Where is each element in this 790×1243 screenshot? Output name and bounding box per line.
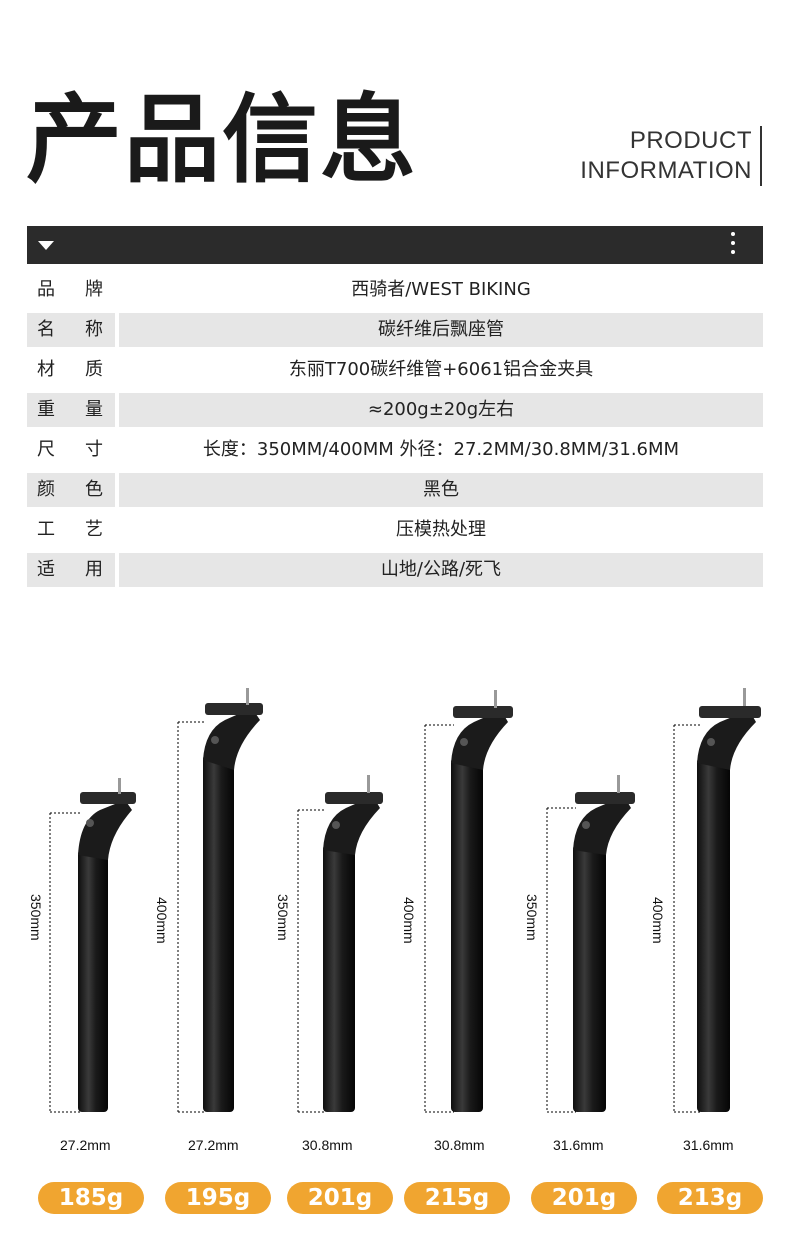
length-label: 350mm — [275, 894, 291, 941]
diameter-label: 31.6mm — [683, 1137, 734, 1153]
length-label: 400mm — [650, 897, 666, 944]
spec-row-name: 名称 碳纤维后飘座管 — [27, 313, 763, 347]
diameter-label: 30.8mm — [302, 1137, 353, 1153]
spec-key: 名称 — [27, 313, 115, 347]
triangle-down-icon[interactable] — [38, 241, 54, 250]
length-label: 400mm — [154, 897, 170, 944]
section-header-bar — [27, 226, 763, 264]
weight-badge: 215g — [404, 1182, 510, 1214]
seatposts-illustration — [49, 688, 761, 1113]
length-label: 400mm — [401, 897, 417, 944]
spec-key: 重量 — [27, 393, 115, 427]
spec-key: 品牌 — [37, 279, 103, 300]
length-label: 350mm — [28, 894, 44, 941]
spec-key: 适用 — [27, 553, 115, 587]
spec-value: ≈200g±20g左右 — [119, 393, 763, 427]
page-title: 产品信息 — [26, 84, 418, 196]
diameter-label: 31.6mm — [553, 1137, 604, 1153]
diameter-label: 27.2mm — [188, 1137, 239, 1153]
spec-row-material: 材质 东丽T700碳纤维管+6061铝合金夹具 — [27, 353, 763, 387]
spec-value: 东丽T700碳纤维管+6061铝合金夹具 — [288, 359, 594, 380]
seatpost-5 — [546, 775, 635, 1113]
seatpost-3 — [297, 775, 383, 1113]
seatpost-6 — [673, 688, 761, 1113]
spec-row-brand: 品牌 西骑者/WEST BIKING — [27, 273, 763, 307]
spec-value: 压模热处理 — [396, 519, 486, 540]
spec-key: 工艺 — [37, 519, 103, 540]
seatpost-2 — [177, 688, 263, 1113]
seatpost-4 — [424, 690, 513, 1113]
weight-badge: 185g — [38, 1182, 144, 1214]
spec-row-size: 尺寸 长度：350MM/400MM 外径：27.2MM/30.8MM/31.6M… — [27, 433, 763, 467]
spec-key: 尺寸 — [37, 439, 103, 460]
spec-row-usage: 适用 山地/公路/死飞 — [27, 553, 763, 587]
spec-row-process: 工艺 压模热处理 — [27, 513, 763, 547]
length-label: 350mm — [524, 894, 540, 941]
diameter-label: 27.2mm — [60, 1137, 111, 1153]
spec-value: 黑色 — [119, 473, 763, 507]
spec-key: 颜色 — [27, 473, 115, 507]
subtitle-line-1: PRODUCT — [629, 127, 752, 154]
spec-value: 长度：350MM/400MM 外径：27.2MM/30.8MM/31.6MM — [202, 439, 680, 460]
spec-row-weight: 重量 ≈200g±20g左右 — [27, 393, 763, 427]
spec-value: 西骑者/WEST BIKING — [351, 279, 531, 300]
spec-value: 山地/公路/死飞 — [119, 553, 763, 587]
weight-badge: 201g — [531, 1182, 637, 1214]
seatpost-1 — [49, 778, 136, 1113]
weight-badge: 213g — [657, 1182, 763, 1214]
vertical-dots-icon[interactable] — [731, 232, 735, 259]
weight-badge: 195g — [165, 1182, 271, 1214]
spec-key: 材质 — [37, 359, 103, 380]
spec-value: 碳纤维后飘座管 — [119, 313, 763, 347]
subtitle-line-2: INFORMATION — [580, 157, 752, 184]
spec-row-color: 颜色 黑色 — [27, 473, 763, 507]
page-subtitle: PRODUCT INFORMATION — [580, 126, 762, 186]
diameter-label: 30.8mm — [434, 1137, 485, 1153]
weight-badge: 201g — [287, 1182, 393, 1214]
